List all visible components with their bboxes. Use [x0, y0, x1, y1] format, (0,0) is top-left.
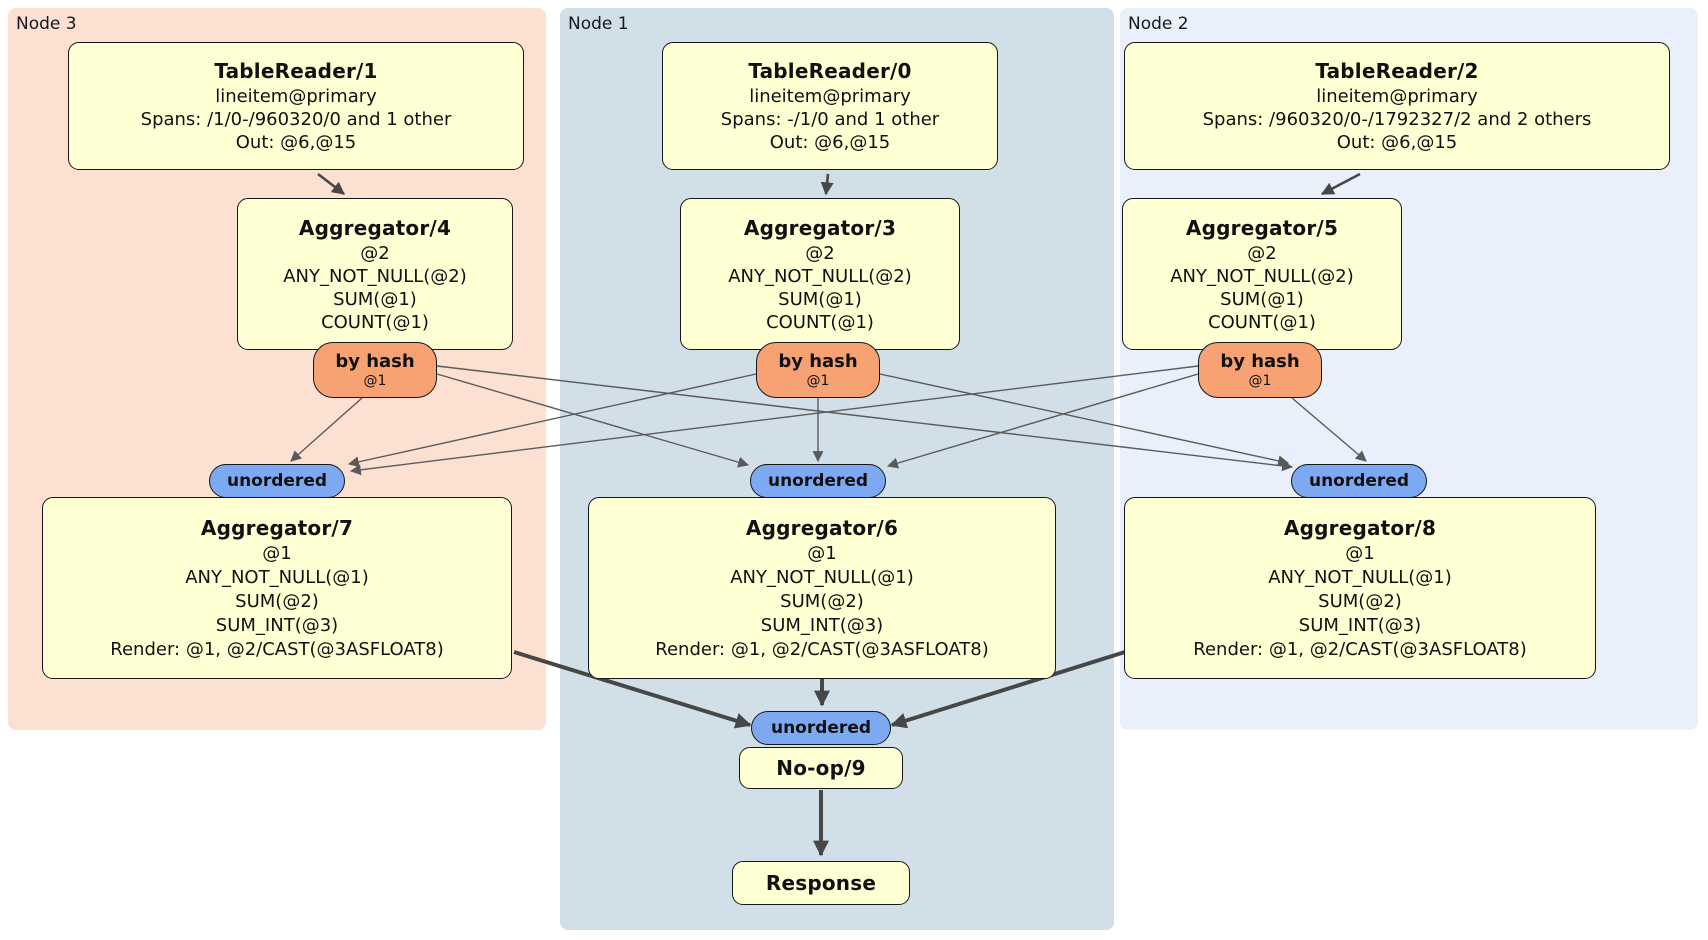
box-tablereader-1: TableReader/1 lineitem@primary Spans: /1…: [68, 42, 524, 170]
router-sub: @1: [806, 373, 830, 389]
box-line: COUNT(@1): [321, 311, 429, 333]
box-line: @2: [360, 242, 390, 264]
router-label: by hash: [335, 351, 415, 372]
box-line: Spans: /1/0-/960320/0 and 1 other: [140, 109, 452, 130]
box-title: TableReader/1: [214, 59, 378, 83]
edge-byhash5-unordered-left: [349, 365, 1199, 476]
edge-tr0-agg3: [820, 173, 834, 196]
box-line: SUM_INT(@3): [760, 614, 884, 636]
box-line: ANY_NOT_NULL(@2): [283, 265, 467, 287]
box-line: SUM_INT(@3): [1298, 614, 1422, 636]
box-line: ANY_NOT_NULL(@1): [185, 566, 369, 588]
box-aggregator-5: Aggregator/5 @2 ANY_NOT_NULL(@2) SUM(@1)…: [1122, 198, 1402, 350]
box-line: Out: @6,@15: [1336, 132, 1458, 153]
box-tablereader-0: TableReader/0 lineitem@primary Spans: -/…: [662, 42, 998, 170]
router-label: by hash: [778, 351, 858, 372]
router-by-hash-5: by hash @1: [1198, 342, 1322, 398]
panel-node-3-label: Node 3: [16, 14, 77, 34]
box-line: SUM(@1): [1220, 288, 1304, 310]
sync-unordered-left: unordered: [209, 464, 345, 498]
box-title: Response: [765, 870, 877, 895]
router-by-hash-3: by hash @1: [756, 342, 880, 398]
box-aggregator-8: Aggregator/8 @1 ANY_NOT_NULL(@1) SUM(@2)…: [1124, 497, 1596, 679]
box-line: SUM(@2): [235, 590, 319, 612]
box-line: SUM(@2): [1318, 590, 1402, 612]
box-line: Render: @1, @2/CAST(@3ASFLOAT8): [655, 638, 989, 660]
box-title: Aggregator/4: [298, 215, 452, 240]
box-aggregator-3: Aggregator/3 @2 ANY_NOT_NULL(@2) SUM(@1)…: [680, 198, 960, 350]
box-line: @2: [805, 242, 835, 264]
box-title: Aggregator/6: [745, 515, 899, 540]
box-line: lineitem@primary: [749, 86, 911, 107]
router-sub: @1: [1248, 373, 1272, 389]
sync-unordered-right: unordered: [1291, 464, 1427, 498]
edge-agg8-unordered-bottom: [890, 650, 1126, 729]
box-line: lineitem@primary: [215, 86, 377, 107]
box-line: Out: @6,@15: [769, 132, 891, 153]
box-line: ANY_NOT_NULL(@1): [730, 566, 914, 588]
box-response: Response: [732, 861, 910, 905]
router-label: by hash: [1220, 351, 1300, 372]
edge-tr2-agg5: [1320, 172, 1361, 196]
box-title: Aggregator/5: [1185, 215, 1339, 240]
router-sub: @1: [363, 373, 387, 389]
box-line: Render: @1, @2/CAST(@3ASFLOAT8): [1193, 638, 1527, 660]
box-noop-9: No-op/9: [739, 747, 903, 789]
edge-byhash5-unordered-right: [1291, 397, 1367, 462]
edge-tr1-agg4: [317, 172, 346, 196]
box-title: No-op/9: [776, 755, 866, 780]
box-title: Aggregator/7: [200, 515, 354, 540]
edge-agg7-unordered-bottom: [513, 650, 752, 729]
box-line: Spans: -/1/0 and 1 other: [720, 109, 940, 130]
edge-byhash5-unordered-center: [886, 373, 1199, 469]
edge-byhash3-unordered-left: [347, 373, 757, 468]
panel-node-1-label: Node 1: [568, 14, 629, 34]
box-aggregator-4: Aggregator/4 @2 ANY_NOT_NULL(@2) SUM(@1)…: [237, 198, 513, 350]
box-line: ANY_NOT_NULL(@2): [1170, 265, 1354, 287]
box-aggregator-7: Aggregator/7 @1 ANY_NOT_NULL(@1) SUM(@2)…: [42, 497, 512, 679]
box-line: SUM(@2): [780, 590, 864, 612]
box-line: SUM(@1): [333, 288, 417, 310]
box-line: COUNT(@1): [766, 311, 874, 333]
edge-byhash4-unordered-right: [436, 365, 1294, 472]
box-line: ANY_NOT_NULL(@1): [1268, 566, 1452, 588]
panel-node-2-label: Node 2: [1128, 14, 1189, 34]
box-line: Render: @1, @2/CAST(@3ASFLOAT8): [110, 638, 444, 660]
box-line: Spans: /960320/0-/1792327/2 and 2 others: [1202, 109, 1592, 130]
edge-byhash4-unordered-left: [290, 397, 363, 462]
box-title: TableReader/2: [1315, 59, 1479, 83]
box-line: ANY_NOT_NULL(@2): [728, 265, 912, 287]
box-title: Aggregator/8: [1283, 515, 1437, 540]
box-line: @1: [262, 542, 292, 564]
box-line: @1: [1345, 542, 1375, 564]
box-line: lineitem@primary: [1316, 86, 1478, 107]
box-line: SUM(@1): [778, 288, 862, 310]
box-tablereader-2: TableReader/2 lineitem@primary Spans: /9…: [1124, 42, 1670, 170]
router-by-hash-4: by hash @1: [313, 342, 437, 398]
box-line: SUM_INT(@3): [215, 614, 339, 636]
box-line: Out: @6,@15: [235, 132, 357, 153]
sync-unordered-bottom: unordered: [751, 711, 891, 745]
box-aggregator-6: Aggregator/6 @1 ANY_NOT_NULL(@1) SUM(@2)…: [588, 497, 1056, 679]
box-line: @1: [807, 542, 837, 564]
box-title: Aggregator/3: [743, 215, 897, 240]
sync-unordered-center: unordered: [750, 464, 886, 498]
box-title: TableReader/0: [748, 59, 912, 83]
box-line: COUNT(@1): [1208, 311, 1316, 333]
box-line: @2: [1247, 242, 1277, 264]
edge-byhash3-unordered-right: [879, 373, 1290, 467]
edge-byhash4-unordered-center: [436, 373, 750, 468]
